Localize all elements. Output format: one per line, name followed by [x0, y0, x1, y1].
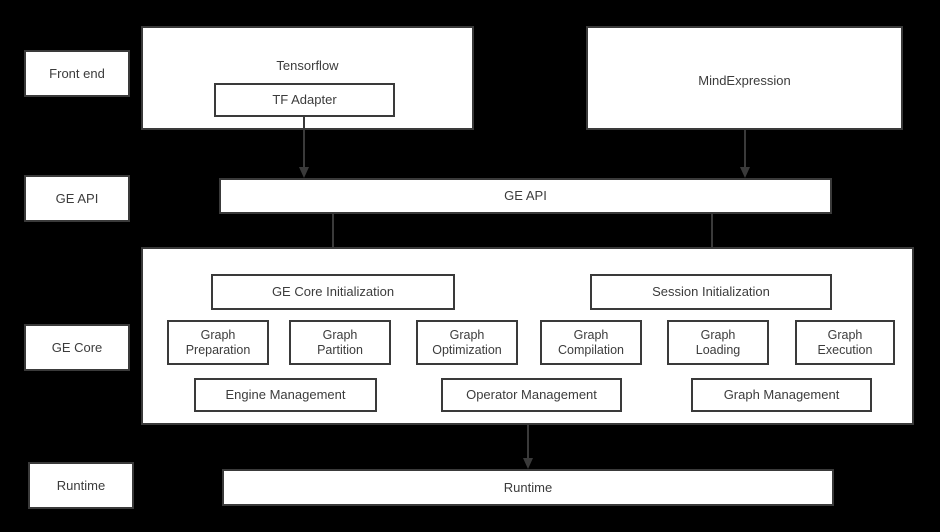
stage-label-runtime: Runtime — [28, 462, 134, 509]
ge-api-bar[interactable]: GE API — [219, 178, 832, 214]
mindexpression-container: MindExpression — [586, 26, 903, 130]
ge-core-initialization-box[interactable]: GE Core Initialization — [211, 274, 455, 310]
operator-management-box[interactable]: Operator Management — [441, 378, 622, 412]
runtime-bar[interactable]: Runtime — [222, 469, 834, 506]
stage-label-front-end: Front end — [24, 50, 130, 97]
tf-adapter-box[interactable]: TF Adapter — [214, 83, 395, 117]
stage-label-ge-api: GE API — [24, 175, 130, 222]
session-initialization-box[interactable]: Session Initialization — [590, 274, 832, 310]
graph-loading-box[interactable]: Graph Loading — [667, 320, 769, 365]
engine-management-box[interactable]: Engine Management — [194, 378, 377, 412]
tensorflow-container: Tensorflow TF Adapter — [141, 26, 474, 130]
graph-execution-box[interactable]: Graph Execution — [795, 320, 895, 365]
graph-management-box[interactable]: Graph Management — [691, 378, 872, 412]
graph-compilation-box[interactable]: Graph Compilation — [540, 320, 642, 365]
mindexpression-title: MindExpression — [698, 73, 791, 88]
graph-partition-box[interactable]: Graph Partition — [289, 320, 391, 365]
graph-preparation-box[interactable]: Graph Preparation — [167, 320, 269, 365]
ge-core-container: GE Core Initialization Session Initializ… — [141, 247, 914, 425]
graph-optimization-box[interactable]: Graph Optimization — [416, 320, 518, 365]
stage-label-ge-core: GE Core — [24, 324, 130, 371]
tensorflow-title: Tensorflow — [276, 58, 339, 73]
